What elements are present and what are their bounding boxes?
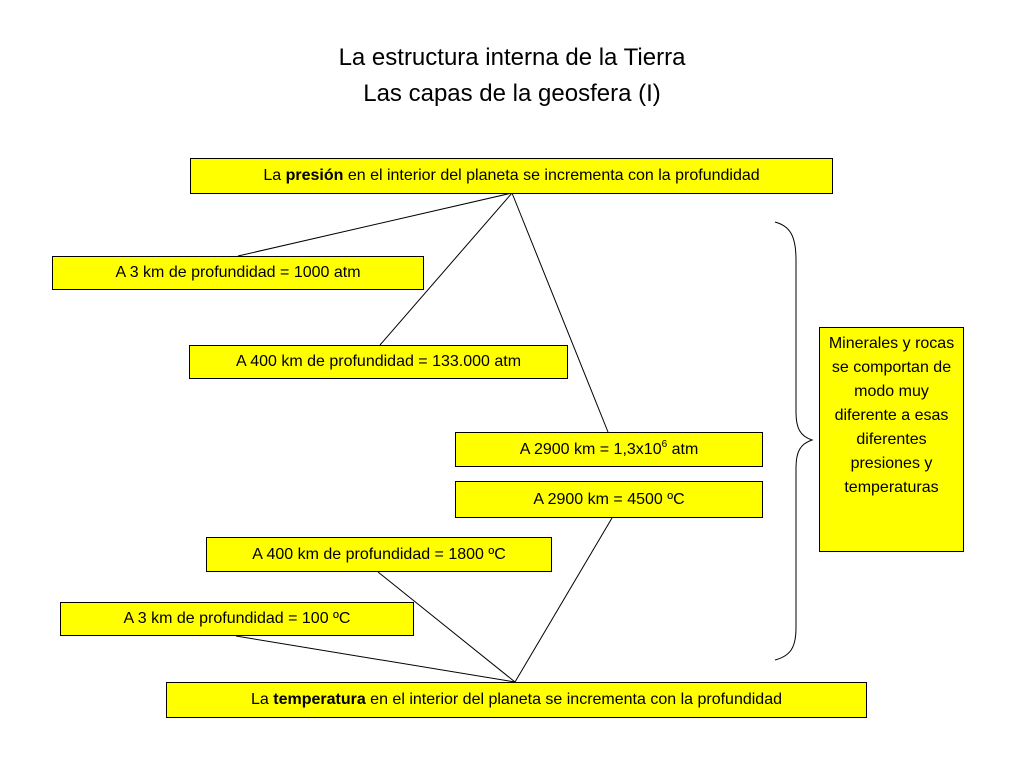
connector-pressure-2900km xyxy=(511,192,609,433)
side-note-box: Minerales y rocas se comportan de modo m… xyxy=(819,327,964,552)
temperature-footer-box: La temperatura en el interior del planet… xyxy=(166,682,867,718)
pressure-2900km-text: A 2900 km = 1,3x106 atm xyxy=(519,438,699,458)
temperature-keyword: temperatura xyxy=(273,691,366,708)
curly-brace xyxy=(774,221,814,661)
slide-title: La estructura interna de la Tierra xyxy=(338,44,686,71)
pressure-400km-box: A 400 km de profundidad = 133.000 atm xyxy=(189,345,568,379)
pressure-2900km-box: A 2900 km = 1,3x106 atm xyxy=(455,432,763,467)
temp-400km-box: A 400 km de profundidad = 1800 ºC xyxy=(206,537,552,572)
temp-2900km-box: A 2900 km = 4500 ºC xyxy=(455,481,763,518)
pressure-header-text: La presión en el interior del planeta se… xyxy=(263,167,760,184)
temperature-footer-text: La temperatura en el interior del planet… xyxy=(251,691,782,708)
connector-temp-400km xyxy=(377,571,516,683)
temp-3km-box: A 3 km de profundidad = 100 ºC xyxy=(60,602,414,636)
connector-temp-3km xyxy=(235,635,516,683)
pressure-3km-box: A 3 km de profundidad = 1000 atm xyxy=(52,256,424,290)
connector-pressure-3km xyxy=(237,192,513,257)
connector-pressure-400km xyxy=(379,192,513,346)
pressure-keyword: presión xyxy=(285,167,344,184)
pressure-header-box: La presión en el interior del planeta se… xyxy=(190,158,833,194)
slide-subtitle: Las capas de la geosfera (I) xyxy=(363,80,661,107)
connector-temp-2900km xyxy=(514,517,613,683)
